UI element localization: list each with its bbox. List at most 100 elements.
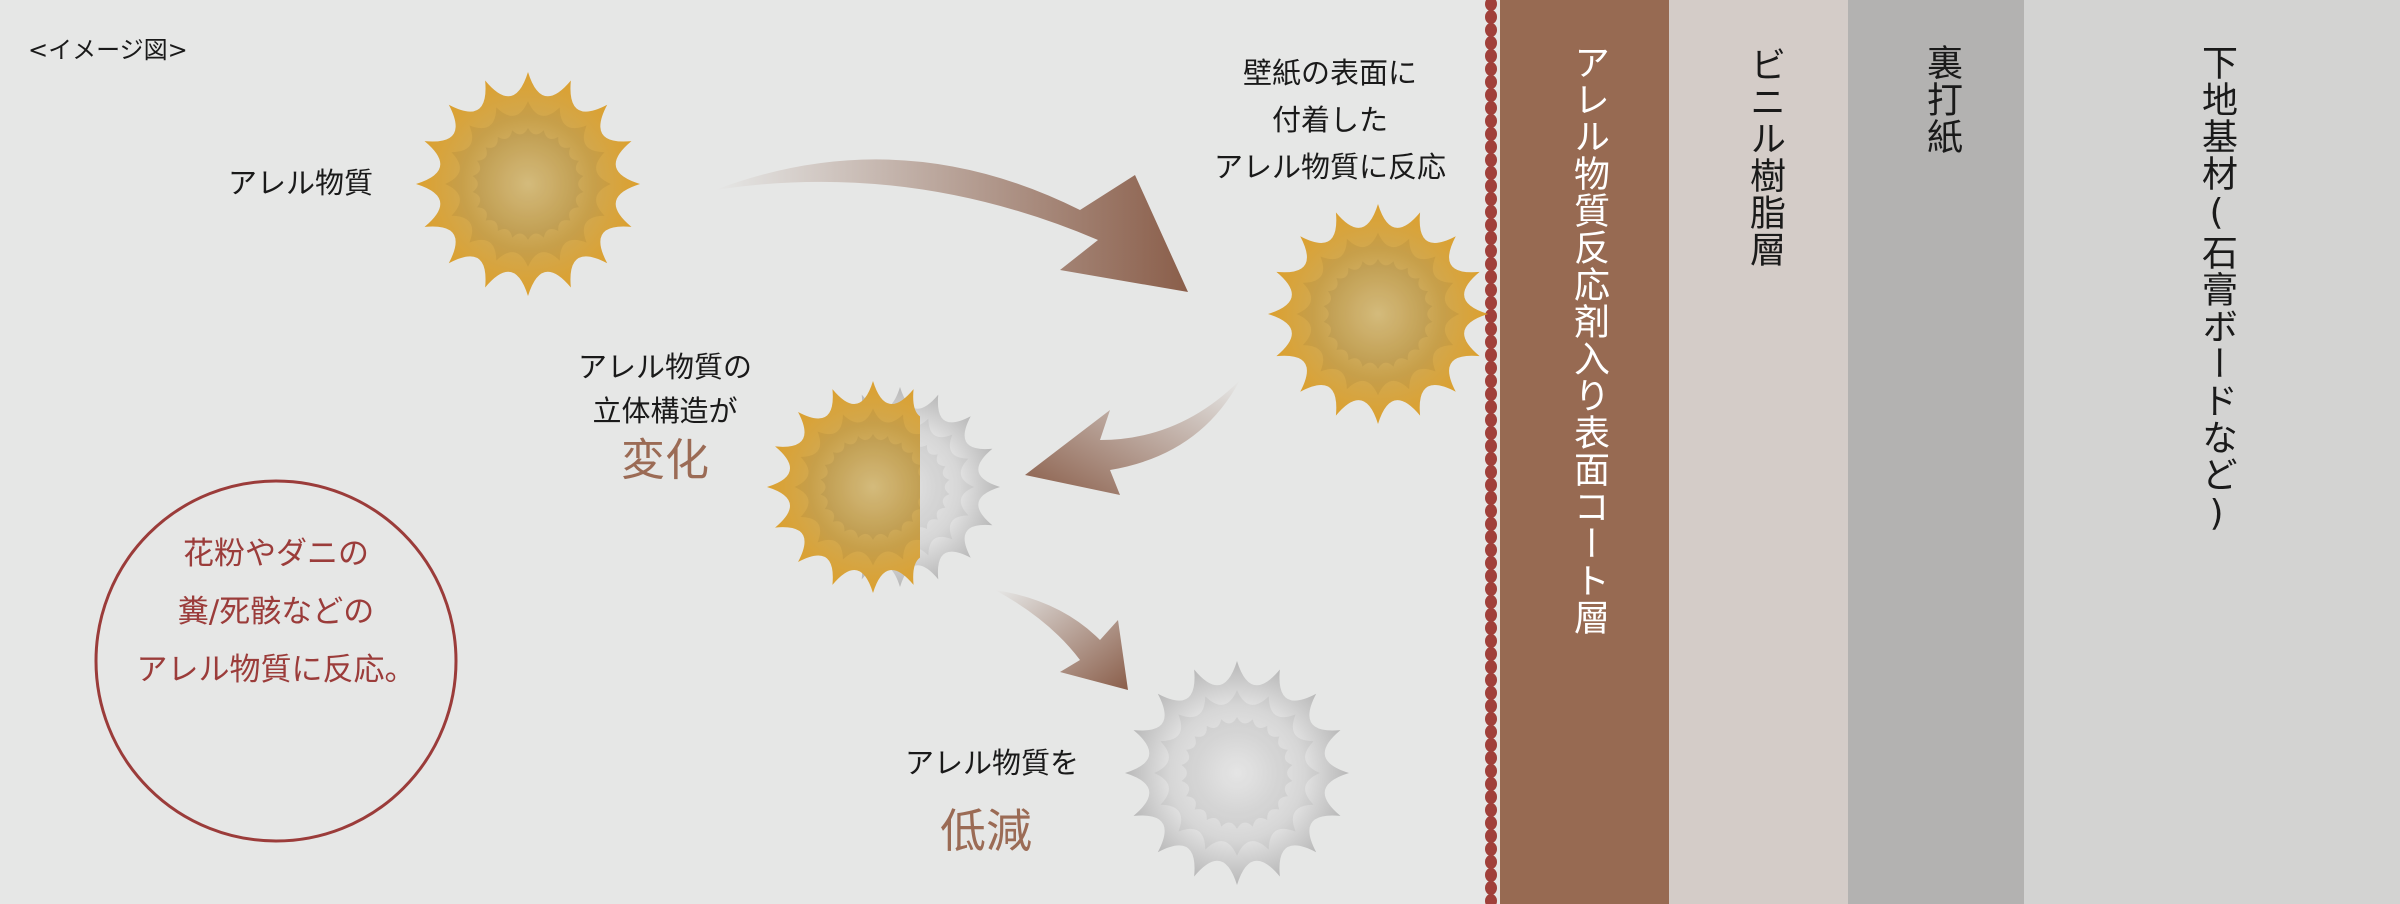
arrow-to-reduce <box>995 590 1128 690</box>
particle-dot <box>1485 309 1497 323</box>
circle-note: 花粉やダニの 糞/死骸などの アレル物質に反応。 <box>137 525 416 699</box>
particle-dot <box>1485 244 1497 258</box>
particle-dot <box>1485 218 1497 232</box>
particle-dot <box>1485 530 1497 544</box>
attached-line-1: 壁紙の表面に <box>1242 56 1418 90</box>
particle-dot <box>1485 270 1497 284</box>
particle-dot <box>1485 842 1497 856</box>
particle-dot <box>1485 179 1497 193</box>
arrow-to-wall <box>715 159 1188 292</box>
attached-line-3: アレル物質に反応 <box>1213 150 1447 184</box>
structure-label: アレル物質の 立体構造が 変化 <box>578 345 752 483</box>
particle-dot <box>1485 322 1497 336</box>
circle-note-line-3: アレル物質に反応。 <box>136 652 416 688</box>
structure-line-1: アレル物質の <box>577 350 753 384</box>
particle-dot <box>1485 426 1497 440</box>
arrow-to-change <box>1025 380 1240 495</box>
layer-label-vinyl-resin: ビニル樹脂層 <box>1744 46 1785 268</box>
particle-dot <box>1485 504 1497 518</box>
particle-dot <box>1485 686 1497 700</box>
particle-dot <box>1485 439 1497 453</box>
particle-dot <box>1485 101 1497 115</box>
particle-dot <box>1485 764 1497 778</box>
particle-dot <box>1485 335 1497 349</box>
change-label: 変化 <box>620 435 709 486</box>
particle-dot <box>1485 36 1497 50</box>
particle-dot <box>1485 712 1497 726</box>
particle-dot <box>1485 517 1497 531</box>
particle-dot <box>1485 660 1497 674</box>
particle-dot <box>1485 699 1497 713</box>
allergen-star <box>416 72 640 296</box>
particle-dot <box>1485 894 1497 904</box>
particle-dot <box>1485 543 1497 557</box>
particle-dot <box>1485 829 1497 843</box>
layer-label-backing-paper: 裏打紙 <box>1921 44 1962 155</box>
layer-surface-coat <box>1500 0 1669 904</box>
particle-dot <box>1485 595 1497 609</box>
particle-dot <box>1485 348 1497 362</box>
reduce-label: 低減 <box>940 804 1032 858</box>
reactive-particle-dots <box>1485 0 1497 904</box>
particle-dot <box>1485 725 1497 739</box>
particle-dot <box>1485 673 1497 687</box>
particle-dot <box>1485 23 1497 37</box>
attached-label: 壁紙の表面に 付着した アレル物質に反応 <box>1214 50 1446 191</box>
particle-dot <box>1485 127 1497 141</box>
particle-dot <box>1485 634 1497 648</box>
particle-dot <box>1485 790 1497 804</box>
particle-dot <box>1485 114 1497 128</box>
particle-dot <box>1485 777 1497 791</box>
particle-dot <box>1485 621 1497 635</box>
particle-dot <box>1485 868 1497 882</box>
layer-substrate <box>2024 0 2400 904</box>
particle-dot <box>1485 361 1497 375</box>
particle-dot <box>1485 10 1497 24</box>
changed-allergen-star <box>767 381 920 593</box>
reduced-allergen-star <box>1125 661 1349 885</box>
particle-dot <box>1485 283 1497 297</box>
structure-line-2: 立体構造が <box>592 394 738 428</box>
particle-dot <box>1485 387 1497 401</box>
particle-dot <box>1485 205 1497 219</box>
attached-allergen-star <box>1268 204 1488 424</box>
particle-dot <box>1485 296 1497 310</box>
particle-dot <box>1485 751 1497 765</box>
particle-dot <box>1485 816 1497 830</box>
particle-dot <box>1485 413 1497 427</box>
particle-dot <box>1485 855 1497 869</box>
figure-caption: <イメージ図> <box>28 36 188 64</box>
layer-label-substrate: 下地基材(石膏ボードなど) <box>2196 44 2237 535</box>
particle-dot <box>1485 881 1497 895</box>
particle-dot <box>1485 647 1497 661</box>
particle-dot <box>1485 231 1497 245</box>
particle-dot <box>1485 400 1497 414</box>
layer-vinyl-resin <box>1669 0 1848 904</box>
particle-dot <box>1485 478 1497 492</box>
particle-dot <box>1485 88 1497 102</box>
particle-dot <box>1485 62 1497 76</box>
particle-dot <box>1485 465 1497 479</box>
particle-dot <box>1485 140 1497 154</box>
particle-dot <box>1485 452 1497 466</box>
reduce-prefix-label: アレル物質を <box>905 746 1080 780</box>
particle-dot <box>1485 0 1497 11</box>
particle-dot <box>1485 569 1497 583</box>
attached-line-2: 付着した <box>1271 103 1389 137</box>
particle-dot <box>1485 556 1497 570</box>
layer-label-surface-coat: アレル物質反応剤入り表面コート層 <box>1568 44 1609 636</box>
circle-note-line-2: 糞/死骸などの <box>177 594 375 630</box>
allergen-label: アレル物質 <box>228 166 374 200</box>
particle-dot <box>1485 738 1497 752</box>
layer-backing-paper <box>1848 0 2024 904</box>
particle-dot <box>1485 75 1497 89</box>
particle-dot <box>1485 803 1497 817</box>
particle-dot <box>1485 374 1497 388</box>
particle-dot <box>1485 257 1497 271</box>
particle-dot <box>1485 491 1497 505</box>
particle-dot <box>1485 166 1497 180</box>
particle-dot <box>1485 153 1497 167</box>
circle-note-line-1: 花粉やダニの <box>183 536 369 572</box>
particle-dot <box>1485 608 1497 622</box>
